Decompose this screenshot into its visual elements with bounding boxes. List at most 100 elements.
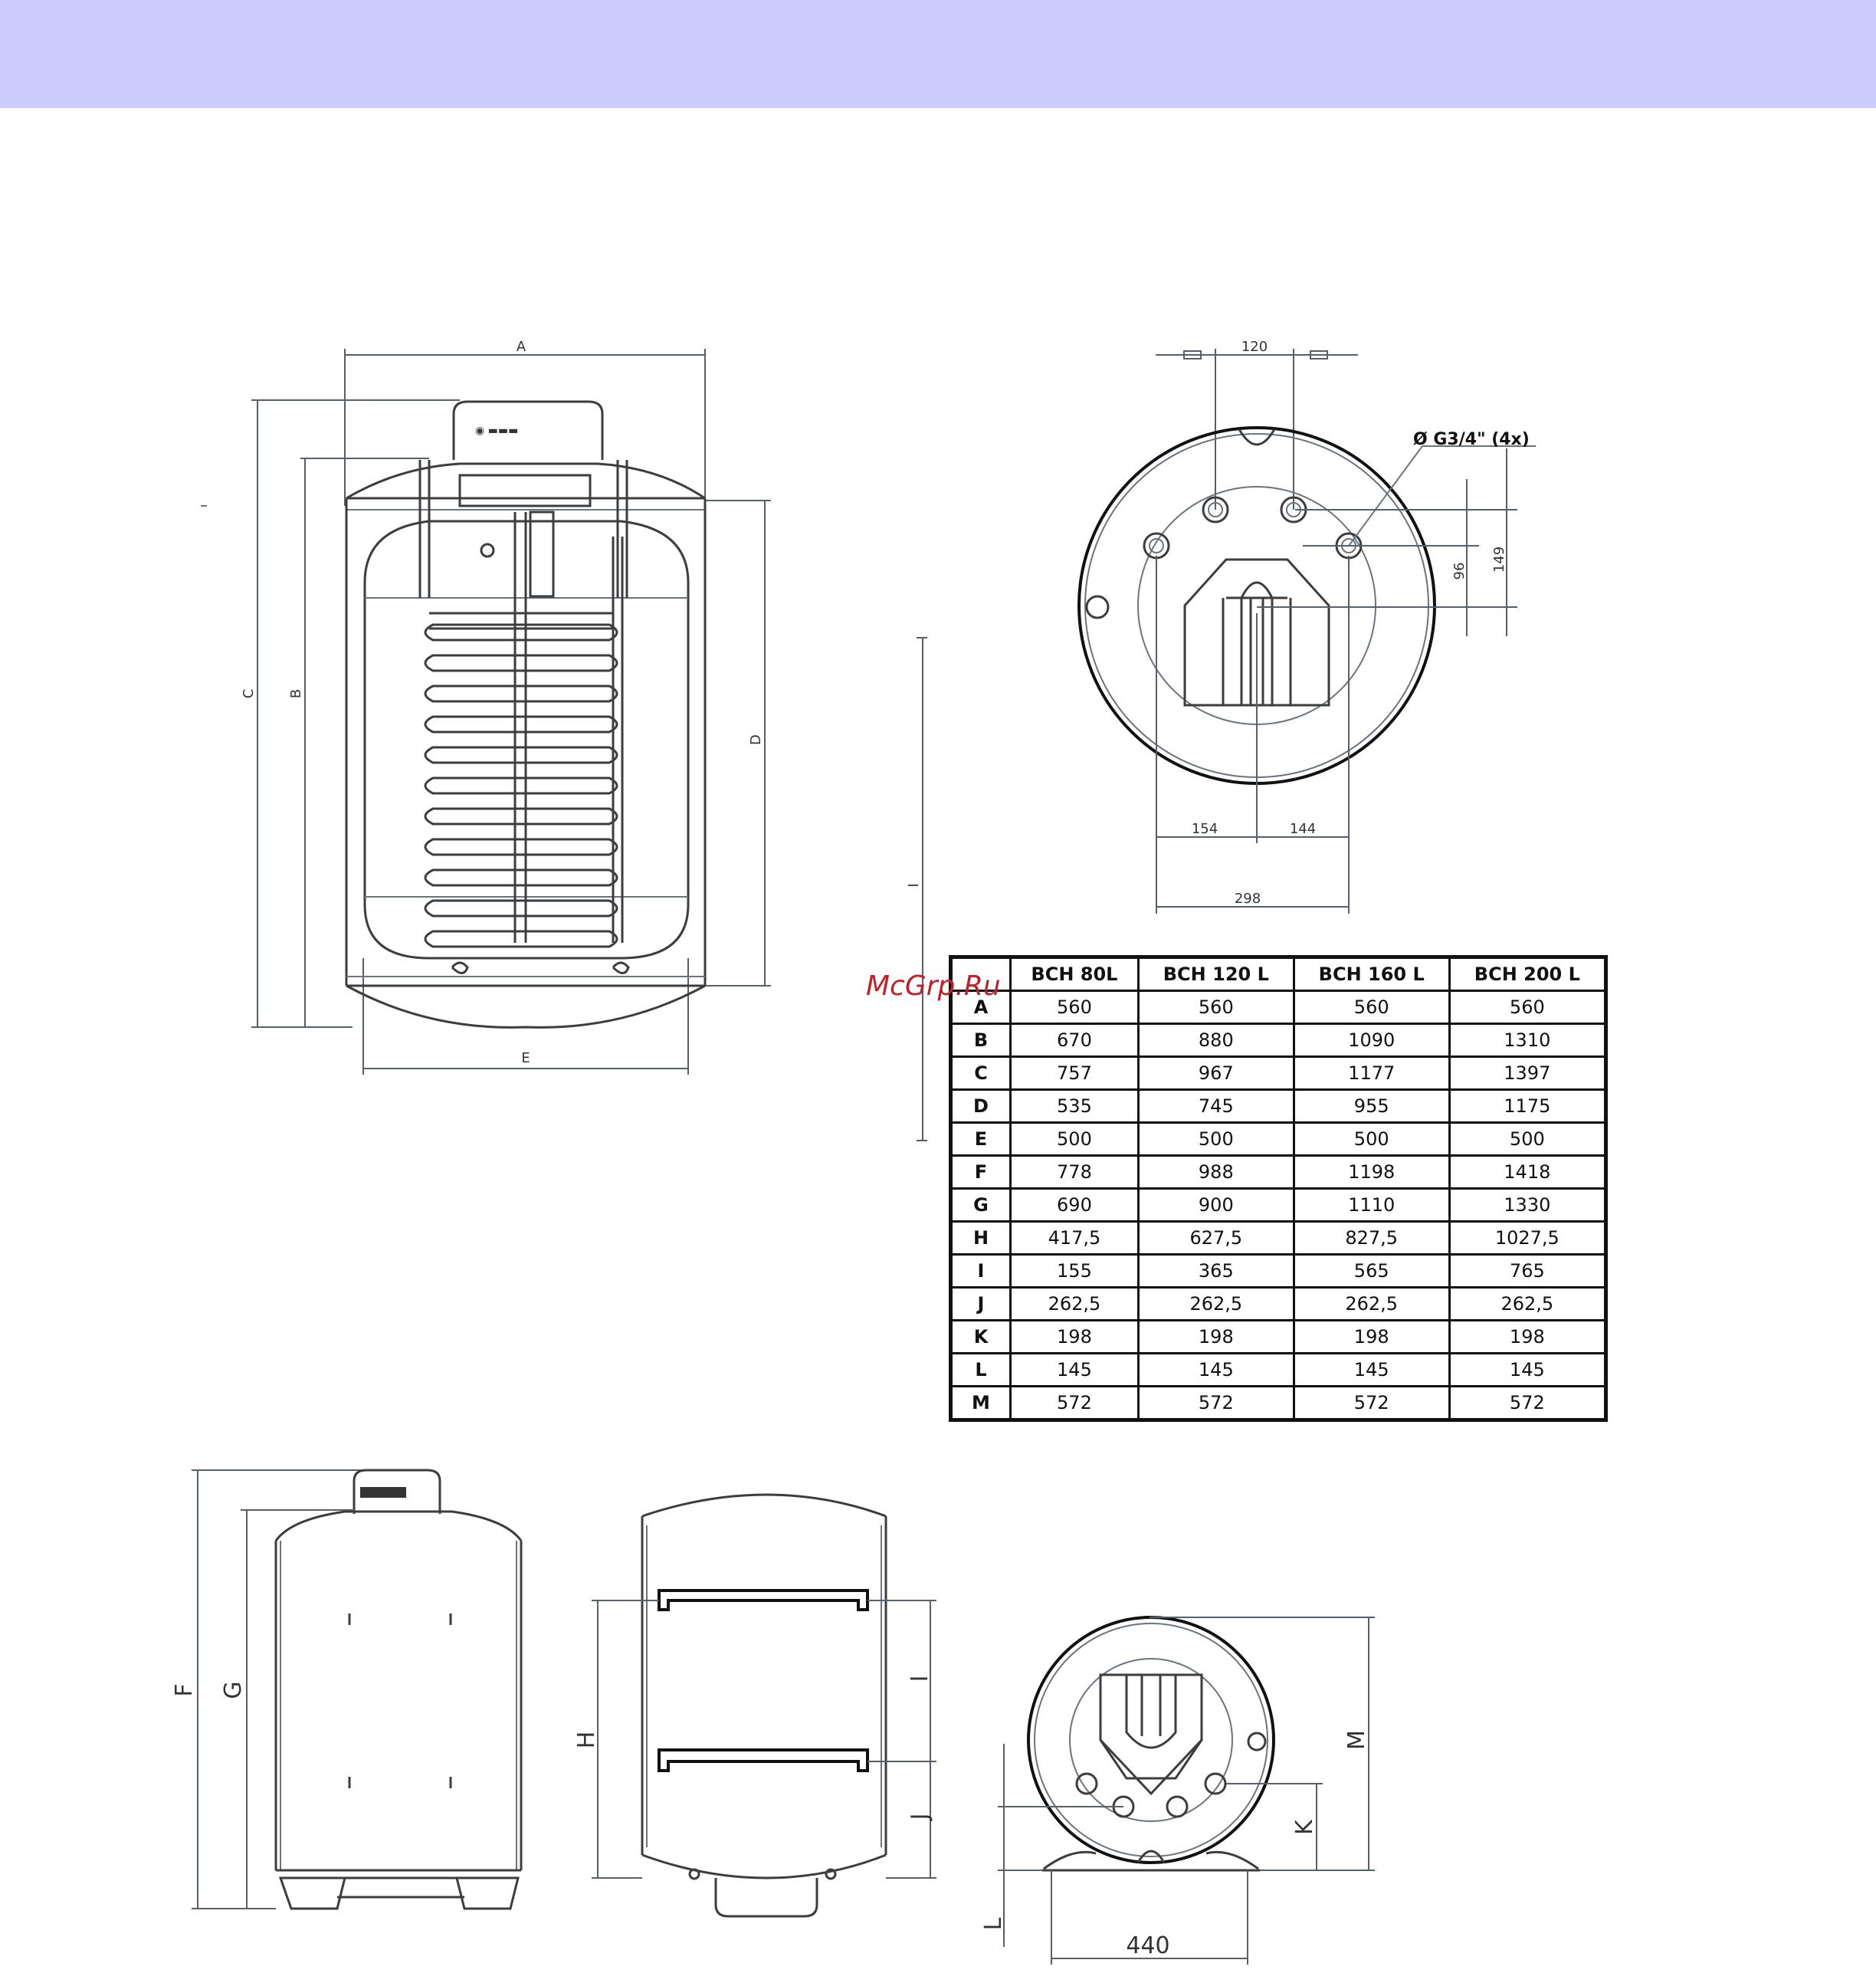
cell: 900 [1136, 1187, 1295, 1223]
dim-h-label: H [573, 1732, 600, 1749]
callout-g34: Ø G3/4" (4x) [1413, 430, 1530, 449]
front-section-view: A C B D E ◉ ▬▬▬ [201, 339, 771, 1075]
dim-144-label: 144 [1290, 821, 1316, 837]
cell: 262,5 [1292, 1286, 1451, 1321]
cell: 560 [1009, 990, 1140, 1025]
row-label: A [949, 990, 1012, 1025]
dim-i-label: I [907, 1676, 933, 1682]
cell: 500 [1448, 1121, 1608, 1157]
watermark: McGrp.Ru [866, 970, 1001, 1002]
dim-120-label: 120 [1241, 339, 1268, 355]
cell: 627,5 [1136, 1220, 1295, 1256]
cell: 765 [1448, 1253, 1608, 1289]
dim-k-label: K [1291, 1819, 1318, 1835]
header-cell [949, 956, 1012, 992]
dim-d-label: D [748, 734, 764, 745]
dim-298-label: 298 [1235, 891, 1261, 907]
header-cell: BCH 80L [1009, 956, 1140, 992]
dim-m-label: M [1343, 1730, 1370, 1750]
row-label: H [949, 1220, 1012, 1256]
dim-c-label: C [241, 689, 257, 699]
header-cell: BCH 120 L [1136, 956, 1295, 992]
cell: 198 [1009, 1319, 1140, 1354]
table-header-row: BCH 80L BCH 120 L BCH 160 L BCH 200 L [949, 956, 1608, 992]
cell: 572 [1136, 1385, 1295, 1421]
cell: 365 [1136, 1253, 1295, 1289]
dim-f-label: F [171, 1683, 198, 1696]
cell: 198 [1136, 1319, 1295, 1354]
cell: 1110 [1292, 1187, 1451, 1223]
cell: 572 [1292, 1385, 1451, 1421]
cell: 145 [1448, 1352, 1608, 1387]
dim-96-label: 96 [1451, 563, 1468, 580]
top-band [0, 0, 1876, 108]
dim-149-label: 149 [1491, 547, 1507, 573]
end-view: M K L 440 [980, 1616, 1375, 1965]
row-label: M [949, 1385, 1012, 1421]
cell: 955 [1292, 1088, 1451, 1124]
cell: 500 [1292, 1121, 1451, 1157]
svg-text:◉ ▬▬▬: ◉ ▬▬▬ [475, 425, 518, 437]
row-label: C [949, 1055, 1012, 1091]
cell: 560 [1292, 990, 1451, 1025]
cell: 745 [1136, 1088, 1295, 1124]
header-cell: BCH 200 L [1448, 956, 1608, 992]
cell: 572 [1448, 1385, 1608, 1421]
row-label: I [949, 1253, 1012, 1289]
cell: 967 [1136, 1055, 1295, 1091]
cell: 198 [1448, 1319, 1608, 1354]
front-exterior-view: F G [171, 1469, 523, 1910]
cell: 1198 [1292, 1154, 1451, 1190]
cell: 778 [1009, 1154, 1140, 1190]
cell: 262,5 [1136, 1286, 1295, 1321]
cell: 880 [1136, 1023, 1295, 1058]
cell: 1175 [1448, 1088, 1608, 1124]
top-view: 120 Ø G3/4" (4x) 96 149 [1077, 339, 1536, 914]
dim-j-label: J [907, 1814, 933, 1822]
dim-a-label: A [517, 339, 526, 355]
cell: 565 [1292, 1253, 1451, 1289]
cell: 560 [1136, 990, 1295, 1025]
cell: 500 [1009, 1121, 1140, 1157]
dim-i-center: I [906, 637, 927, 1141]
cell: 198 [1292, 1319, 1451, 1354]
cell: 988 [1136, 1154, 1295, 1190]
dim-i-label-center: I [906, 883, 922, 887]
cell: 1027,5 [1448, 1220, 1608, 1256]
cell: 1418 [1448, 1154, 1608, 1190]
cell: 560 [1448, 990, 1608, 1025]
cell: 262,5 [1448, 1286, 1608, 1321]
cell: 262,5 [1009, 1286, 1140, 1321]
cell: 670 [1009, 1023, 1140, 1058]
dim-440-label: 440 [1126, 1932, 1169, 1959]
cell: 757 [1009, 1055, 1140, 1091]
dim-b-label: B [288, 689, 304, 698]
heating-coil [424, 537, 624, 948]
cell: 690 [1009, 1187, 1140, 1223]
dim-l-label: L [980, 1917, 1007, 1930]
row-label: K [949, 1319, 1012, 1354]
cell: 1330 [1448, 1187, 1608, 1223]
cell: 1177 [1292, 1055, 1451, 1091]
cell: 1090 [1292, 1023, 1451, 1058]
cell: 145 [1009, 1352, 1140, 1387]
cell: 145 [1292, 1352, 1451, 1387]
dim-e-label: E [521, 1050, 530, 1066]
dim-154-label: 154 [1192, 821, 1218, 837]
row-label: B [949, 1023, 1012, 1058]
row-label: F [949, 1154, 1012, 1190]
cell: 1310 [1448, 1023, 1608, 1058]
side-exterior-view: H I J [573, 1493, 936, 1918]
cell: 1397 [1448, 1055, 1608, 1091]
